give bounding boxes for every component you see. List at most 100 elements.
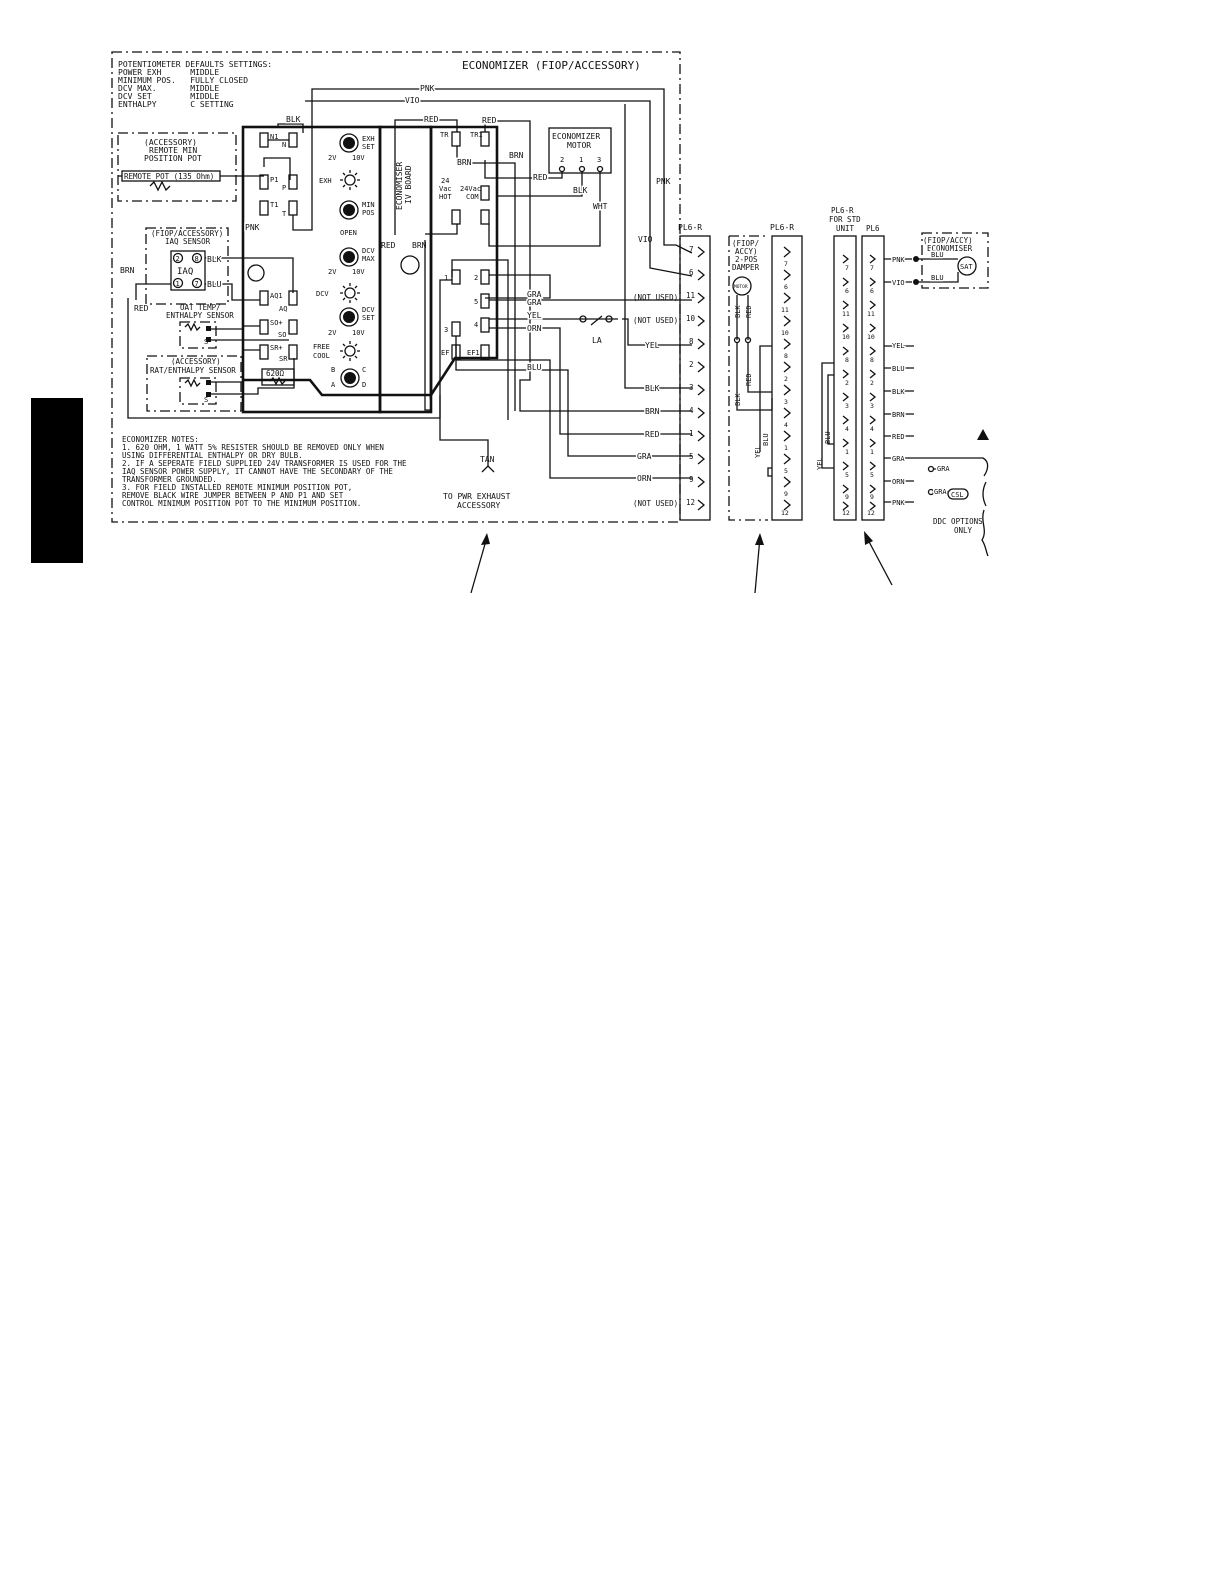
connector-pin: 9 xyxy=(870,493,874,501)
ddc-wire-label: GRA xyxy=(934,488,947,496)
wire-label: BRN xyxy=(412,241,427,250)
iaq-pin: 2 xyxy=(176,255,180,263)
wire-label: YEL xyxy=(892,342,905,350)
actuator-pins xyxy=(451,269,490,360)
damper-title: ACCY) xyxy=(735,247,758,256)
knob-label: SET xyxy=(362,314,375,322)
pl6-connector-main: PL6-R 7 6 11 10 8 2 3 4 1 5 9 12 (NOT US… xyxy=(633,223,711,521)
actuator-terminal: Vac xyxy=(439,185,452,193)
connector-pin: 2 xyxy=(845,379,849,387)
actuator-pin: 3 xyxy=(444,326,448,334)
connector-pin: 2 xyxy=(689,360,694,369)
wire-label: LA xyxy=(592,336,602,345)
connector-pin: 8 xyxy=(870,356,874,364)
connector-pin: 4 xyxy=(689,406,694,415)
knob-label: B xyxy=(331,366,335,374)
wire-label: BLK xyxy=(734,393,742,406)
note-line: ECONOMIZER NOTES: xyxy=(122,435,199,444)
wire-label: RED xyxy=(645,430,660,439)
connector-pin: 3 xyxy=(689,383,694,392)
actuator-terminal: HOT xyxy=(439,193,452,201)
knob-label: EXH xyxy=(362,135,375,143)
note-line: 3. FOR FIELD INSTALLED REMOTE MINIMUM PO… xyxy=(122,483,352,492)
pot-defaults-line: POTENTIOMETER DEFAULTS SETTINGS: xyxy=(118,60,272,69)
connector-pin: 4 xyxy=(870,425,874,433)
damper-title: (FIOP/ xyxy=(732,239,759,248)
connector-pin: 4 xyxy=(845,425,849,433)
knob-label: EXH xyxy=(319,177,332,185)
connector-pin: 7 xyxy=(689,245,694,254)
connector-pin: 6 xyxy=(845,287,849,295)
actuator-pin: 4 xyxy=(474,321,478,329)
wire-label: RED xyxy=(533,173,548,182)
pot-defaults-line: POWER EXH MIDDLE xyxy=(118,68,219,77)
connector-pin: 6 xyxy=(870,287,874,295)
remote-pot-title: POSITION POT xyxy=(144,154,202,163)
controller-box: N1 N P1 P T1 T AQ1 AQ SO+ SO SR+ SR EXH … xyxy=(241,125,382,414)
wire-label: WHT xyxy=(593,202,608,211)
connector-pin: 2 xyxy=(870,379,874,387)
connector-pin: 10 xyxy=(867,333,875,341)
connector-pin: 8 xyxy=(845,356,849,364)
wire-label: YEL xyxy=(754,445,762,458)
connector-pin: 5 xyxy=(870,471,874,479)
wire-label: YEL xyxy=(816,457,824,470)
actuator-pin: 2 xyxy=(474,274,478,282)
connector-pin: 11 xyxy=(781,306,789,314)
terminal-label: SO+ xyxy=(270,319,283,327)
terminal-label: SR+ xyxy=(270,344,283,352)
knob-label: 10V xyxy=(352,329,365,337)
connector-pin: 4 xyxy=(784,421,788,429)
connector-pin-marks xyxy=(783,246,792,511)
motor-pin: 2 xyxy=(560,156,564,164)
connector-header: PL6-R xyxy=(678,223,702,232)
wire-label: BLK xyxy=(645,384,660,393)
wire-label: BLK xyxy=(892,388,905,396)
motor-pin: 1 xyxy=(579,156,583,164)
iaq-sensor-title: IAQ SENSOR xyxy=(165,237,211,246)
callout-arrow xyxy=(865,535,893,586)
oat-sensor: OAT TEMP/ ENTHALPY SENSOR S xyxy=(166,303,234,349)
std-unit-connectors: PL6-R FOR STD UNIT PL6 7 6 11 10 8 2 3 4… xyxy=(816,206,914,521)
terminal-label: P xyxy=(282,184,286,192)
actuator-pin: EF xyxy=(441,349,449,357)
connector-pin: 8 xyxy=(784,352,788,360)
actuator-box: TR TR1 24 Vac HOT 24Vac COM 1 2 5 3 4 EF… xyxy=(243,125,499,400)
connector-pin: 1 xyxy=(689,429,694,438)
remote-pot-title: REMOTE MIN xyxy=(149,146,197,155)
sat-title: (FIOP/ACCY) xyxy=(923,236,973,245)
wire-label: PNK xyxy=(892,256,905,264)
wire-label: BRN xyxy=(120,266,135,275)
knob-label: 10V xyxy=(352,268,365,276)
wire-label: PNK xyxy=(245,223,260,232)
terminal-label: AQ1 xyxy=(270,292,283,300)
connector-pin: 3 xyxy=(784,398,788,406)
knob-label: MAX xyxy=(362,255,375,263)
wire-label: BRN xyxy=(645,407,660,416)
wire-label: YEL xyxy=(527,311,542,320)
actuator-terminal: TR1 xyxy=(470,131,483,139)
note-line: REMOVE BLACK WIRE JUMPER BETWEEN P AND P… xyxy=(122,491,344,500)
wire-label: BLK xyxy=(207,255,222,264)
note-line: CONTROL MINIMUM POSITION POT TO THE MINI… xyxy=(122,499,361,508)
knob-label: SET xyxy=(362,143,375,151)
wire-label: GRA xyxy=(527,290,542,299)
iv-board: ECONOMISER IV BOARD xyxy=(378,125,433,414)
iaq-pin: 1 xyxy=(176,280,180,288)
wire-labels: PNK VIO BLK RED RED BRN BRN RED BLK WHT … xyxy=(120,83,671,485)
pot-defaults-line: DCV MAX. MIDDLE xyxy=(118,84,219,93)
sat-sensor-label: SAT xyxy=(960,263,973,271)
note-line: 2. IF A SEPERATE FIELD SUPPLIED 24V TRAN… xyxy=(122,459,407,468)
knob-label: D xyxy=(362,381,366,389)
pot-defaults-line: MINIMUM POS. FULLY CLOSED xyxy=(118,76,248,85)
connector-pin: 12 xyxy=(842,509,850,517)
connector-pin: 1 xyxy=(784,444,788,452)
terminal-label: T1 xyxy=(270,201,278,209)
damper-title: 2-POS xyxy=(735,255,758,264)
ddc-csl-label: CSL xyxy=(951,491,964,499)
connector-pin: 2 xyxy=(784,375,788,383)
wire-label: VIO xyxy=(892,279,905,287)
terminal-label: SO xyxy=(278,331,286,339)
connector-header: UNIT xyxy=(836,224,855,233)
connector-pin: 11 xyxy=(686,291,695,300)
